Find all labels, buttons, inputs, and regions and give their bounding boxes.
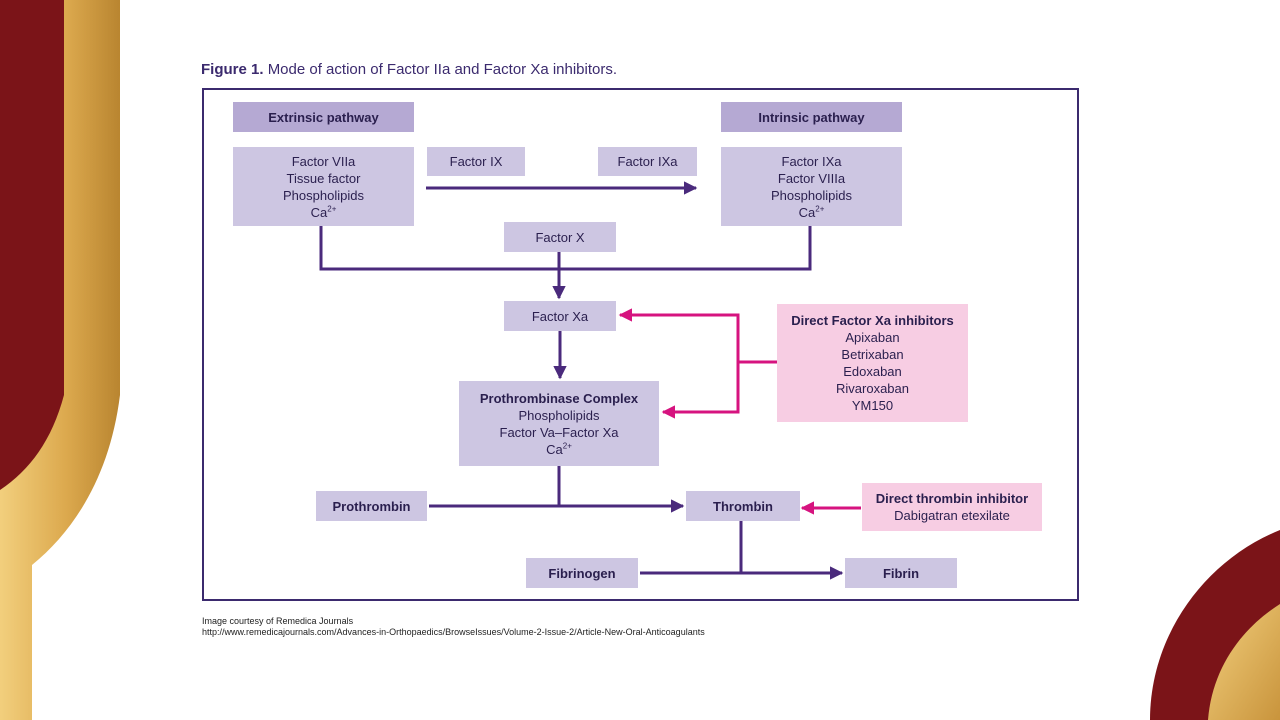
credit-url: http://www.remedicajournals.com/Advances… <box>202 627 705 637</box>
calcium-charge: 2+ <box>562 441 572 451</box>
drug-dabigatran-etexilate: Dabigatran etexilate <box>894 508 1010 523</box>
calcium-symbol: Ca <box>798 204 816 220</box>
factor-ixa-label: Factor IXa <box>617 154 678 169</box>
direct-thrombin-inhibitor-box: Direct thrombin inhibitor Dabigatran ete… <box>862 483 1042 531</box>
factor-ix-label: Factor IX <box>449 154 503 169</box>
drug-ym150: YM150 <box>851 398 894 413</box>
drug-rivaroxaban: Rivaroxaban <box>836 381 909 396</box>
factor-x-label: Factor X <box>535 229 585 245</box>
prothrombinase-item-phospholipids: Phospholipids <box>518 407 600 423</box>
inhibitor-arrow-to-factor-xa <box>618 308 740 362</box>
calcium-symbol: Ca <box>310 204 328 220</box>
calcium-symbol: Ca <box>546 441 563 457</box>
extrinsic-item-phospholipids: Phospholipids <box>283 187 364 203</box>
direct-factor-xa-inhibitors-box: Direct Factor Xa inhibitors Apixaban Bet… <box>777 304 968 422</box>
extrinsic-pathway-label: Extrinsic pathway <box>268 109 379 125</box>
drug-edoxaban: Edoxaban <box>843 364 902 379</box>
extrinsic-components-box: Factor VIIa Tissue factor Phospholipids … <box>233 147 414 226</box>
fibrinogen-label: Fibrinogen <box>548 565 616 581</box>
prothrombinase-title: Prothrombinase Complex <box>479 390 639 406</box>
factor-ix-box: Factor IX <box>427 147 525 176</box>
image-credit: Image courtesy of Remedica Journals http… <box>202 616 705 638</box>
right-corner-decoration <box>1150 530 1280 720</box>
factor-x-box: Factor X <box>504 222 616 252</box>
fibrinogen-box: Fibrinogen <box>526 558 638 588</box>
thrombin-label: Thrombin <box>713 498 773 514</box>
fibrin-box: Fibrin <box>845 558 957 588</box>
extrinsic-pathway-header: Extrinsic pathway <box>233 102 414 132</box>
prothrombinase-complex-box: Prothrombinase Complex Phospholipids Fac… <box>459 381 659 466</box>
drug-apixaban: Apixaban <box>845 330 900 345</box>
factor-xa-box: Factor Xa <box>504 301 616 331</box>
intrinsic-item-calcium: Ca2+ <box>799 204 825 221</box>
thrombin-inhibitor-title: Direct thrombin inhibitor <box>875 491 1029 506</box>
figure-caption: Mode of action of Factor IIa and Factor … <box>267 61 618 78</box>
intrinsic-pathway-header: Intrinsic pathway <box>721 102 902 132</box>
extrinsic-item-factor-viia: Factor VIIa <box>291 153 356 169</box>
xa-inhibitors-title: Direct Factor Xa inhibitors <box>791 313 954 328</box>
inhibitor-arrow-to-prothrombinase <box>661 362 740 419</box>
thrombin-box: Thrombin <box>686 491 800 521</box>
prothrombinase-item-calcium: Ca2+ <box>546 441 572 458</box>
intrinsic-pathway-label: Intrinsic pathway <box>758 109 865 125</box>
figure-label: Figure 1. <box>201 61 264 78</box>
prothrombin-label: Prothrombin <box>332 498 411 514</box>
fibrin-label: Fibrin <box>882 565 920 581</box>
factor-ixa-box: Factor IXa <box>598 147 697 176</box>
figure-title: Figure 1. Mode of action of Factor IIa a… <box>201 61 617 78</box>
intrinsic-components-box: Factor IXa Factor VIIIa Phospholipids Ca… <box>721 147 902 226</box>
prothrombinase-item-factor-va-xa: Factor Va–Factor Xa <box>499 424 619 440</box>
drug-betrixaban: Betrixaban <box>841 347 904 362</box>
line-pathways-merge <box>319 226 812 271</box>
intrinsic-item-phospholipids: Phospholipids <box>771 187 852 203</box>
left-corner-decoration <box>0 0 120 720</box>
prothrombin-box: Prothrombin <box>316 491 427 521</box>
intrinsic-item-factor-viiia: Factor VIIIa <box>777 170 846 186</box>
diagram-frame <box>202 88 1079 601</box>
extrinsic-item-calcium: Ca2+ <box>311 204 337 221</box>
calcium-charge: 2+ <box>327 204 337 214</box>
calcium-charge: 2+ <box>815 204 825 214</box>
intrinsic-item-factor-ixa: Factor IXa <box>781 153 842 169</box>
factor-xa-label: Factor Xa <box>531 308 589 324</box>
extrinsic-item-tissue-factor: Tissue factor <box>286 170 361 186</box>
credit-text: Image courtesy of Remedica Journals <box>202 616 354 626</box>
